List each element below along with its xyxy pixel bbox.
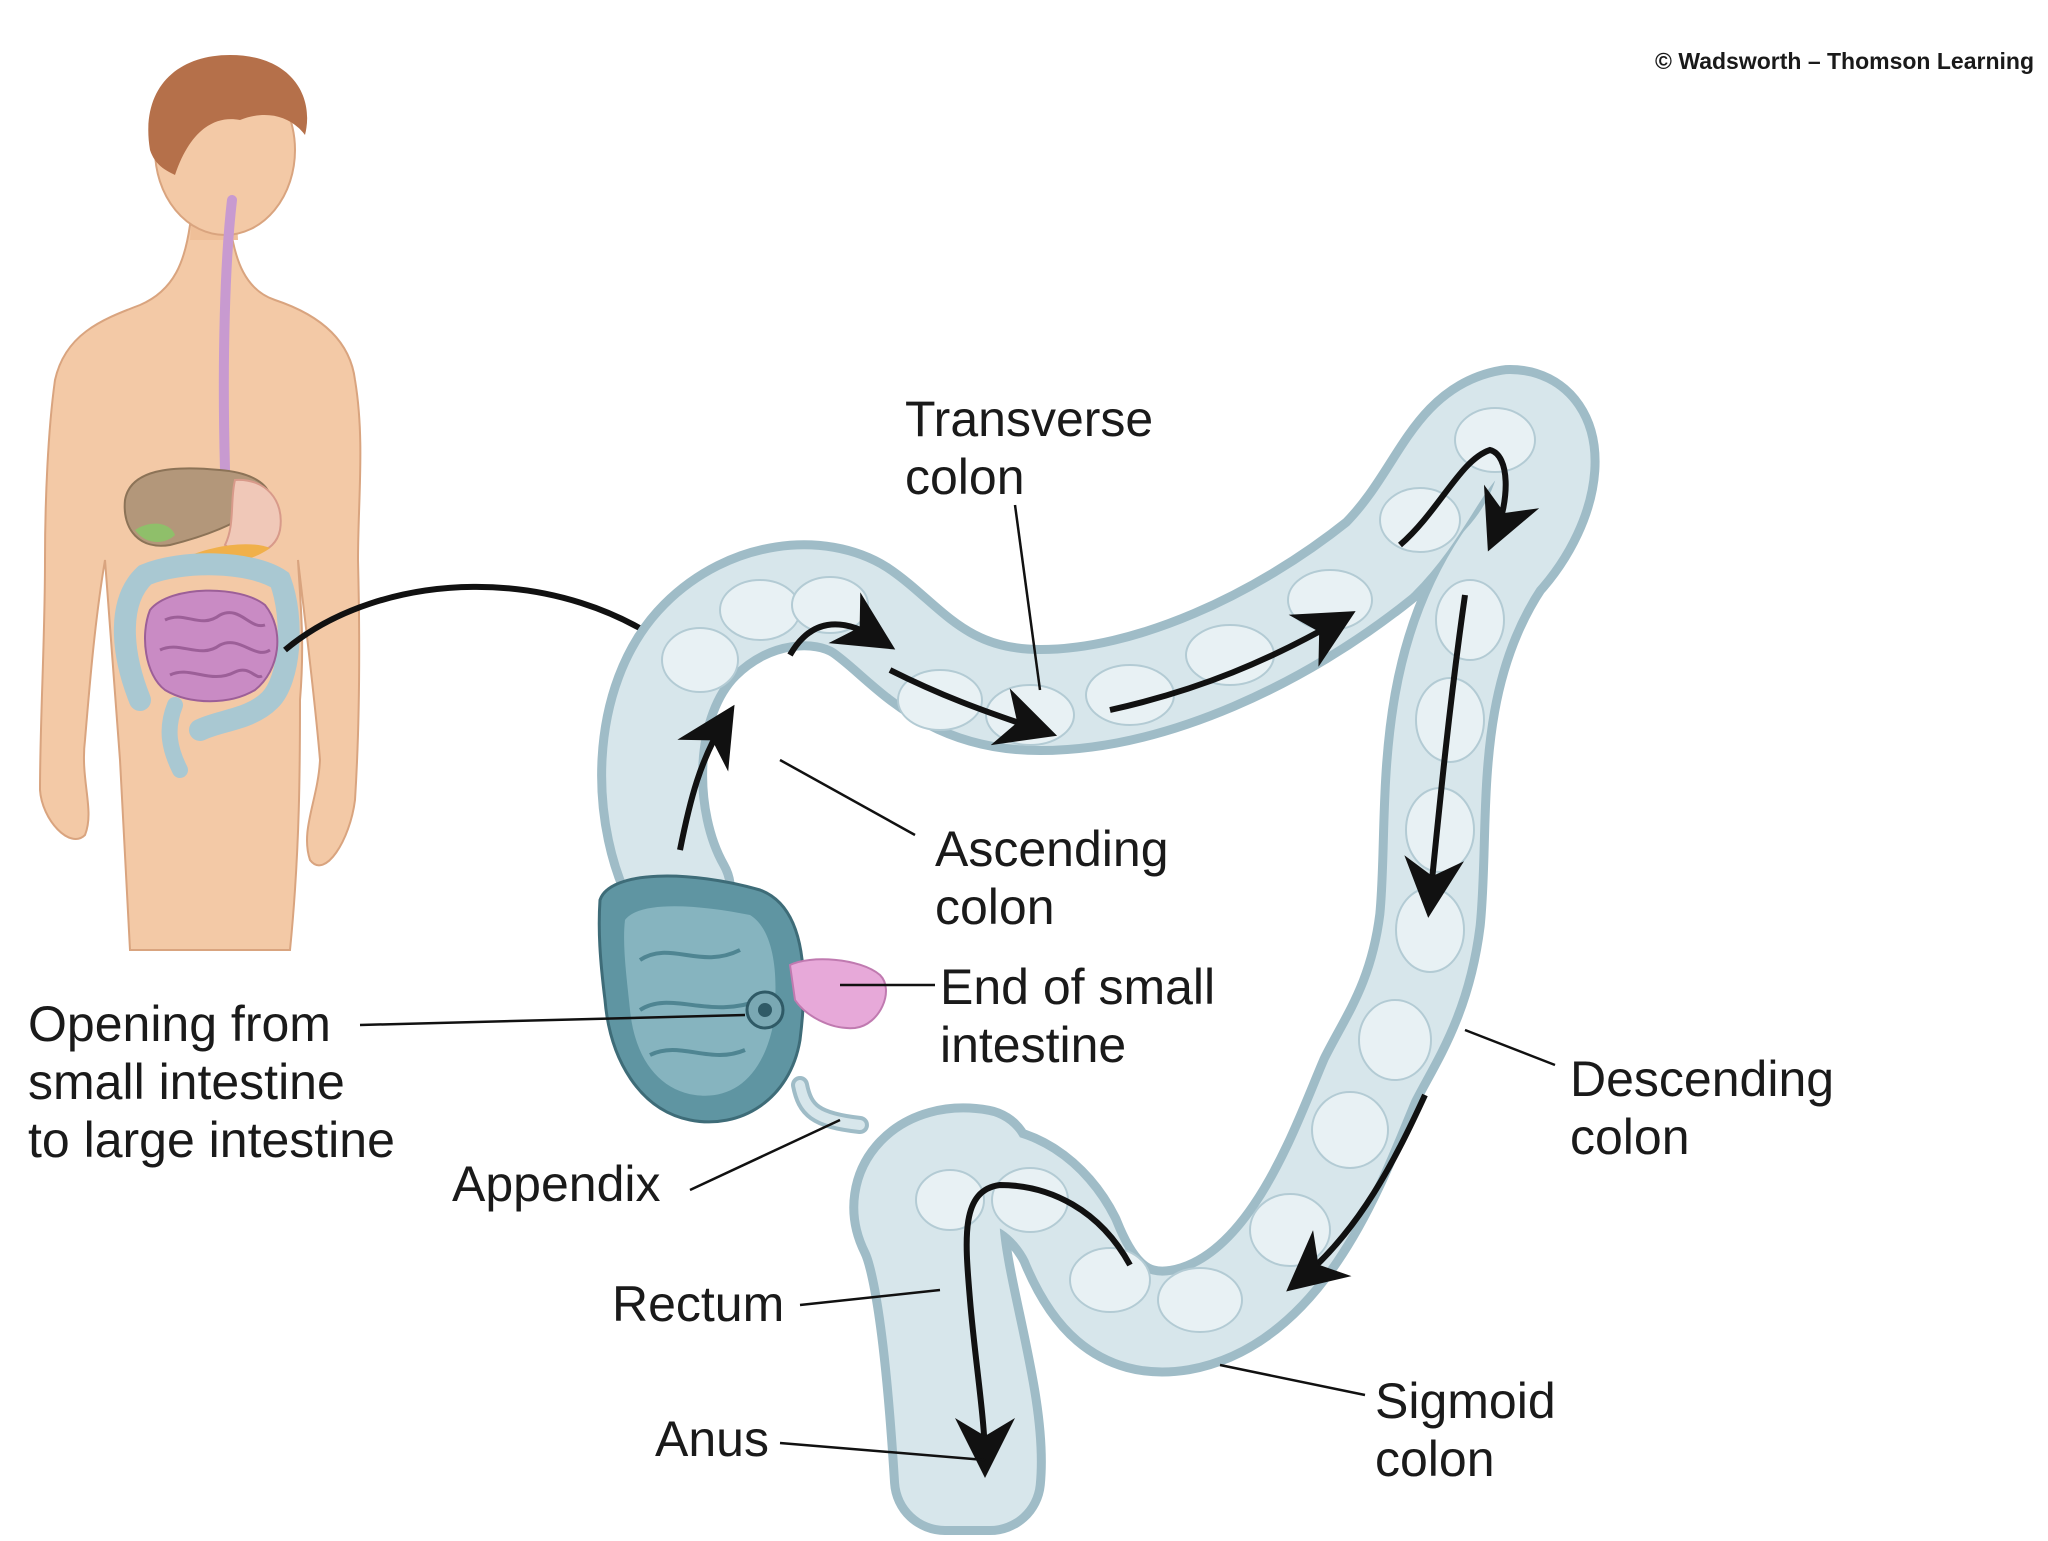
label-anus: Anus: [655, 1410, 769, 1468]
flow-arrow-sigmoid: [954, 1181, 1133, 1478]
body-silhouette: [38, 224, 362, 951]
large-intestine: [597, 365, 1600, 1535]
label-line: to large intestine: [28, 1112, 395, 1168]
label-appendix: Appendix: [452, 1155, 661, 1213]
label-sigmoid-colon: Sigmoid colon: [1375, 1372, 1556, 1488]
label-line: Transverse: [905, 391, 1154, 447]
label-line: colon: [935, 879, 1055, 935]
leader-sigmoid: [1219, 1363, 1366, 1397]
human-figure: [38, 55, 362, 951]
figure-small-intestine: [144, 589, 279, 703]
esophagus: [218, 195, 237, 475]
label-transverse-colon: Transverse colon: [905, 390, 1153, 506]
label-descending-colon: Descending colon: [1570, 1050, 1834, 1166]
label-line: colon: [1570, 1109, 1690, 1165]
leader-anus: [779, 1441, 986, 1462]
leader-lines: [359, 504, 1556, 1462]
figure-small-intestine-folds: [159, 611, 271, 679]
label-line: Appendix: [452, 1156, 661, 1212]
label-line: intestine: [940, 1017, 1127, 1073]
leader-rectum: [799, 1288, 941, 1307]
label-line: colon: [905, 449, 1025, 505]
label-end-small-intestine: End of small intestine: [940, 958, 1215, 1074]
label-line: Descending: [1570, 1051, 1835, 1107]
label-ascending-colon: Ascending colon: [935, 820, 1169, 936]
hair: [148, 55, 308, 175]
label-line: small intestine: [28, 1054, 345, 1110]
end-small-intestine: [788, 958, 887, 1030]
leader-opening: [359, 1013, 746, 1027]
flow-arrow-splenic: [1398, 446, 1540, 552]
label-line: colon: [1375, 1431, 1495, 1487]
flow-arrow-descending-1: [1404, 594, 1468, 918]
copyright-notice: © Wadsworth – Thomson Learning: [1655, 48, 2034, 74]
figure-colon: [113, 553, 300, 741]
cecum-folds: [638, 948, 761, 1057]
leader-transverse: [1013, 504, 1042, 691]
label-line: Anus: [655, 1411, 769, 1467]
flow-arrow-transverse-2: [1109, 611, 1356, 713]
figure-rectum: [161, 697, 188, 778]
ileocecal-opening-inner: [758, 1003, 772, 1017]
label-line: Ascending: [935, 821, 1169, 877]
leader-ascending: [779, 758, 916, 837]
flow-arrow-transverse-1: [888, 667, 1058, 746]
label-rectum: Rectum: [612, 1275, 784, 1333]
label-opening: Opening from small intestine to large in…: [28, 995, 395, 1169]
appendix-highlight: [795, 1080, 865, 1130]
flow-arrows: [677, 446, 1540, 1478]
flow-arrow-hepatic: [787, 592, 896, 657]
label-line: Opening from: [28, 996, 331, 1052]
leader-appendix: [689, 1118, 841, 1192]
label-line: Rectum: [612, 1276, 785, 1332]
leader-descending: [1464, 1028, 1556, 1067]
flow-arrow-descending-2: [1286, 1093, 1428, 1292]
flow-arrow-ascending: [677, 704, 735, 851]
label-line: End of small: [940, 959, 1216, 1015]
label-line: Sigmoid: [1375, 1373, 1556, 1429]
zoom-arrow: [283, 583, 695, 667]
gallbladder: [135, 523, 175, 542]
